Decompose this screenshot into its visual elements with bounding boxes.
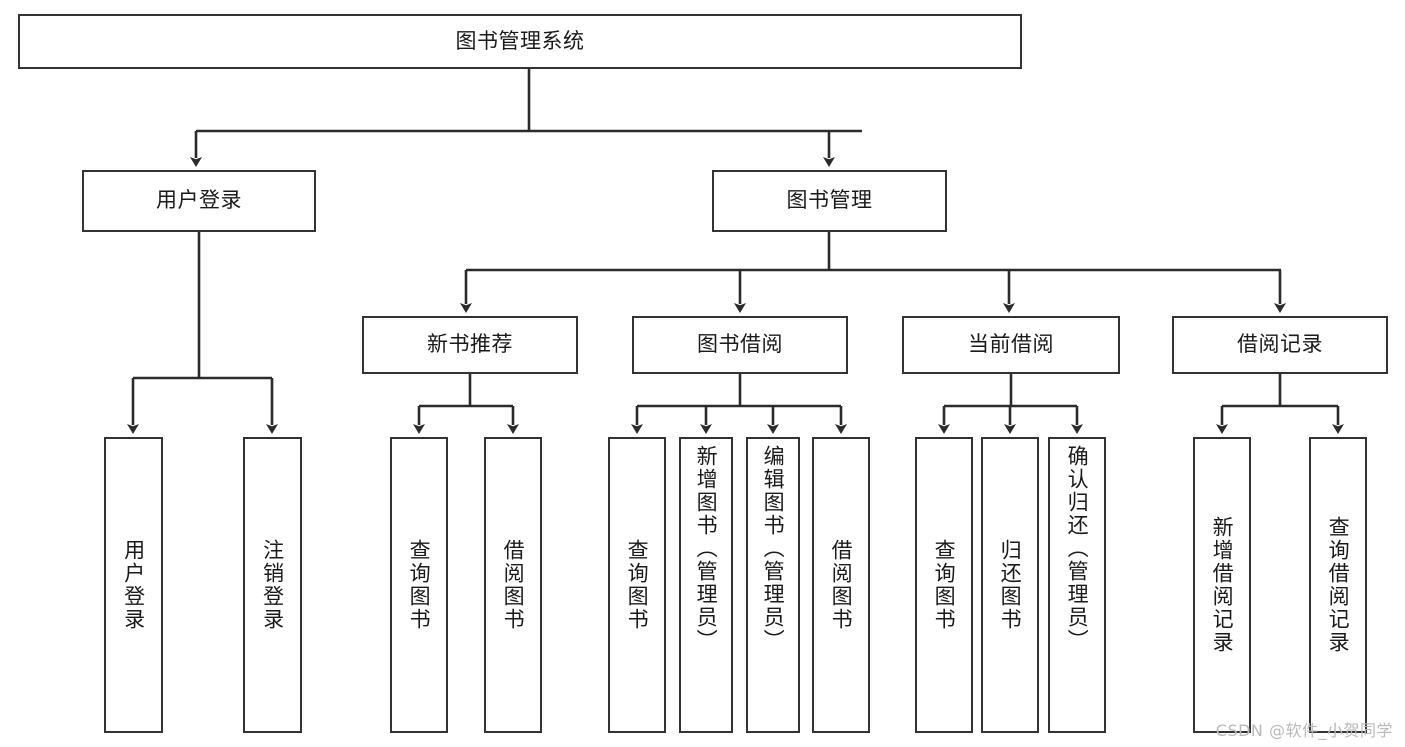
- node-user-login[interactable]: 用户登录: [82, 170, 316, 232]
- node-label: 编辑图书（管理员）: [761, 445, 786, 652]
- leaf-borrow-book-under-recommend[interactable]: 借阅图书: [484, 437, 542, 733]
- node-label: 新增图书（管理员）: [694, 445, 719, 652]
- node-label: 当前借阅: [968, 332, 1054, 357]
- node-book-borrow[interactable]: 图书借阅: [632, 316, 848, 374]
- node-label: 借阅记录: [1237, 332, 1323, 357]
- leaf-user-login[interactable]: 用户登录: [104, 437, 163, 733]
- leaf-edit-book-admin[interactable]: 编辑图书（管理员）: [746, 437, 800, 733]
- node-label: 图书管理: [786, 188, 873, 213]
- leaf-query-book-under-current[interactable]: 查询图书: [915, 437, 973, 733]
- node-label: 归还图书: [998, 539, 1023, 631]
- node-label: 新书推荐: [427, 332, 513, 357]
- leaf-query-book-under-recommend[interactable]: 查询图书: [390, 437, 448, 733]
- node-label: 注销登录: [260, 539, 285, 631]
- node-label: 查询图书: [932, 539, 957, 631]
- node-label: 查询图书: [407, 539, 432, 631]
- node-label: 查询图书: [625, 539, 650, 631]
- leaf-return-book[interactable]: 归还图书: [981, 437, 1039, 733]
- leaf-query-book-under-borrow[interactable]: 查询图书: [608, 437, 666, 733]
- node-label: 用户登录: [121, 539, 146, 631]
- node-book-management[interactable]: 图书管理: [712, 170, 947, 232]
- node-label: 图书借阅: [697, 332, 783, 357]
- node-label: 借阅图书: [829, 539, 854, 631]
- node-label: 用户登录: [156, 188, 242, 213]
- node-new-book-recommend[interactable]: 新书推荐: [362, 316, 578, 374]
- node-label: 借阅图书: [501, 539, 526, 631]
- node-label: 新增借阅记录: [1210, 516, 1235, 654]
- node-root-book-management-system[interactable]: 图书管理系统: [18, 14, 1022, 69]
- leaf-add-borrow-record[interactable]: 新增借阅记录: [1193, 437, 1251, 733]
- leaf-user-logout[interactable]: 注销登录: [243, 437, 302, 733]
- node-label: 确认归还（管理员）: [1065, 445, 1090, 652]
- node-label: 查询借阅记录: [1326, 516, 1351, 654]
- leaf-query-borrow-record[interactable]: 查询借阅记录: [1309, 437, 1367, 733]
- csdn-watermark: CSDN @软件_小贺同学: [1215, 721, 1393, 740]
- node-current-borrow[interactable]: 当前借阅: [902, 316, 1120, 374]
- leaf-add-book-admin[interactable]: 新增图书（管理员）: [679, 437, 733, 733]
- leaf-borrow-book-under-borrow[interactable]: 借阅图书: [812, 437, 870, 733]
- leaf-confirm-return-admin[interactable]: 确认归还（管理员）: [1048, 437, 1106, 733]
- node-label: 图书管理系统: [455, 28, 585, 53]
- node-borrow-record[interactable]: 借阅记录: [1172, 316, 1388, 374]
